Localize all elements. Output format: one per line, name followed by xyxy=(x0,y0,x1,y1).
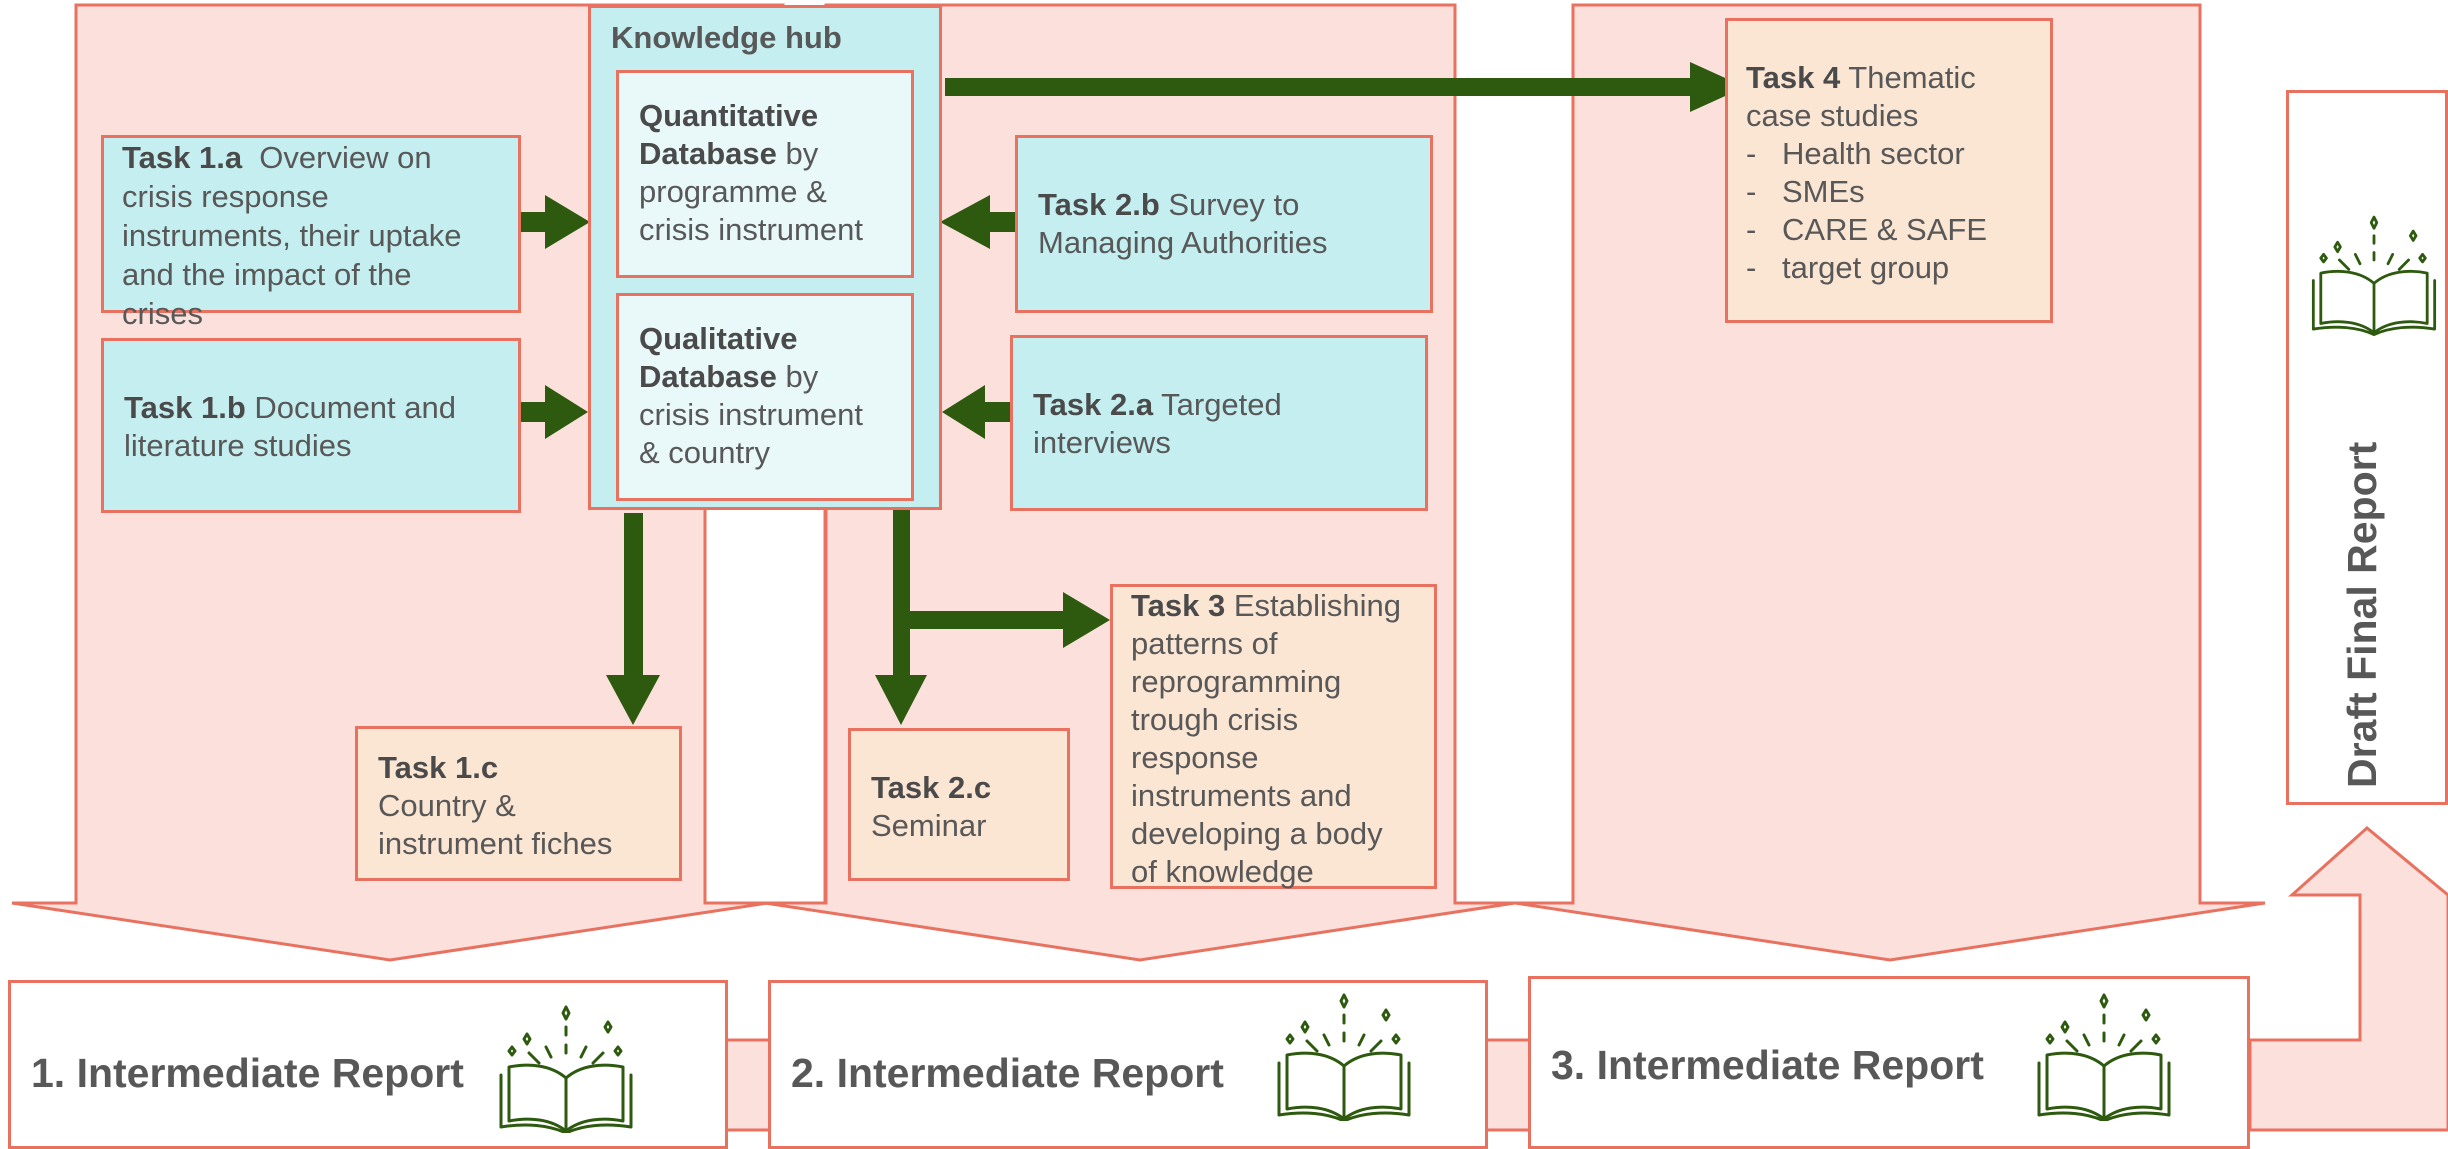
quant-rest-2: programme & xyxy=(639,174,827,209)
task-4-item: SMEs xyxy=(1746,173,2032,211)
task-4-label: Task 4 xyxy=(1746,60,1841,95)
knowledge-hub: Knowledge hub Quantitative Database by p… xyxy=(588,5,942,510)
task-2c-line-2: Seminar xyxy=(871,808,987,843)
quantitative-database-box: Quantitative Database by programme & cri… xyxy=(616,70,914,278)
arrow-2b-to-hub xyxy=(940,195,1015,249)
task-1c-label: Task 1.c xyxy=(378,750,499,785)
task-1c-line-2: Country & xyxy=(378,788,516,823)
task-3-line-2: patterns of xyxy=(1131,626,1278,661)
quant-bold-2: Database xyxy=(639,136,777,171)
task-2b-line-2: Managing Authorities xyxy=(1038,225,1328,260)
task-1b-line-1: Document and xyxy=(245,390,456,425)
task-2a-line-2: interviews xyxy=(1033,425,1171,460)
phase-3-shape xyxy=(1514,3,2266,962)
arrows xyxy=(520,62,1745,725)
draft-final-report-label: Draft Final Report xyxy=(2339,441,2385,788)
qualitative-database-box: Qualitative Database by crisis instrumen… xyxy=(616,293,914,501)
task-1a-line-4: and the impact of the xyxy=(122,257,412,292)
qual-rest-3: & country xyxy=(639,435,770,470)
book-icon xyxy=(2037,993,2171,1121)
book-icon xyxy=(499,1005,633,1133)
task-1a-line-5: crises xyxy=(122,296,203,331)
report-1-label: 1. Intermediate Report xyxy=(31,1050,464,1096)
task-2c-box: Task 2.c Seminar xyxy=(848,728,1070,881)
task-1a-box: Task 1.a Overview on crisis response ins… xyxy=(101,135,521,331)
qual-bold-1: Qualitative xyxy=(639,321,798,356)
quant-bold-1: Quantitative xyxy=(639,98,819,133)
report-3: 3. Intermediate Report xyxy=(1528,976,2250,1149)
task-1a-line-1: Overview on xyxy=(242,140,432,175)
task-3-line-6: instruments and xyxy=(1131,778,1352,813)
task-1a-label: Task 1.a xyxy=(122,140,243,175)
phase-gap xyxy=(703,506,827,905)
task-3-line-7: developing a body xyxy=(1131,816,1383,851)
task-4-item: Health sector xyxy=(1746,135,2032,173)
task-3-box: Task 3 Establishing patterns of reprogra… xyxy=(1110,584,1437,889)
task-3-label: Task 3 xyxy=(1131,588,1226,623)
report-2: 2. Intermediate Report xyxy=(768,980,1488,1149)
task-4-item: CARE & SAFE xyxy=(1746,211,2032,249)
arrow-2a-to-hub xyxy=(942,385,1010,439)
task-1b-label: Task 1.b xyxy=(124,390,246,425)
draft-final-report: Draft Final Report xyxy=(2286,90,2448,805)
task-2a-label: Task 2.a xyxy=(1033,387,1154,422)
task-3-line-8: of knowledge xyxy=(1131,854,1314,889)
task-1c-line-3: instrument fiches xyxy=(378,826,613,861)
report-3-label: 3. Intermediate Report xyxy=(1551,1042,1984,1088)
task-2b-label: Task 2.b xyxy=(1038,187,1160,222)
task-3-line-4: trough crisis xyxy=(1131,702,1299,737)
task-2b-box: Task 2.b Survey to Managing Authorities xyxy=(1015,135,1433,313)
task-1b-line-2: literature studies xyxy=(124,428,352,463)
task-4-list: Health sector SMEs CARE & SAFE target gr… xyxy=(1746,135,2032,287)
arrow-hub-to-task3 xyxy=(910,592,1110,648)
task-4-item-continuation: target group xyxy=(1746,249,2032,287)
hub-title: Knowledge hub xyxy=(611,20,842,55)
task-1b-box: Task 1.b Document and literature studies xyxy=(101,338,521,513)
report-2-label: 2. Intermediate Report xyxy=(791,1050,1224,1096)
task-4-line-2: case studies xyxy=(1746,98,1919,133)
arrow-hub-to-1c xyxy=(606,513,660,725)
task-1a-line-2: crisis response xyxy=(122,179,329,214)
quant-rest-1: by xyxy=(776,136,819,171)
task-2c-label: Task 2.c xyxy=(871,770,992,805)
task-3-line-5: response xyxy=(1131,740,1259,775)
task-4-line-1: Thematic xyxy=(1840,60,1976,95)
arrow-hub-to-2c xyxy=(875,510,927,725)
report-1: 1. Intermediate Report xyxy=(8,980,728,1149)
qual-rest-1: by xyxy=(776,359,819,394)
arrow-1a-to-hub xyxy=(520,195,590,249)
book-icon xyxy=(2311,215,2437,337)
qual-bold-2: Database xyxy=(639,359,777,394)
arrow-1b-to-hub xyxy=(520,385,588,439)
task-3-line-1: Establishing xyxy=(1225,588,1401,623)
final-up-arrow xyxy=(2248,826,2448,1132)
task-2a-box: Task 2.a Targeted interviews xyxy=(1010,335,1428,511)
task-1c-box: Task 1.c Country & instrument fiches xyxy=(355,726,682,881)
task-4-box: Task 4 Thematic case studies Health sect… xyxy=(1725,18,2053,323)
task-2b-line-1: Survey to xyxy=(1159,187,1300,222)
qual-rest-2: crisis instrument xyxy=(639,397,863,432)
task-2a-line-1: Targeted xyxy=(1153,387,1282,422)
quant-rest-3: crisis instrument xyxy=(639,212,863,247)
arrow-hub-to-task4 xyxy=(945,62,1745,112)
book-icon xyxy=(1277,993,1411,1121)
task-3-line-3: reprogramming xyxy=(1131,664,1342,699)
task-1a-line-3: instruments, their uptake xyxy=(122,218,462,253)
